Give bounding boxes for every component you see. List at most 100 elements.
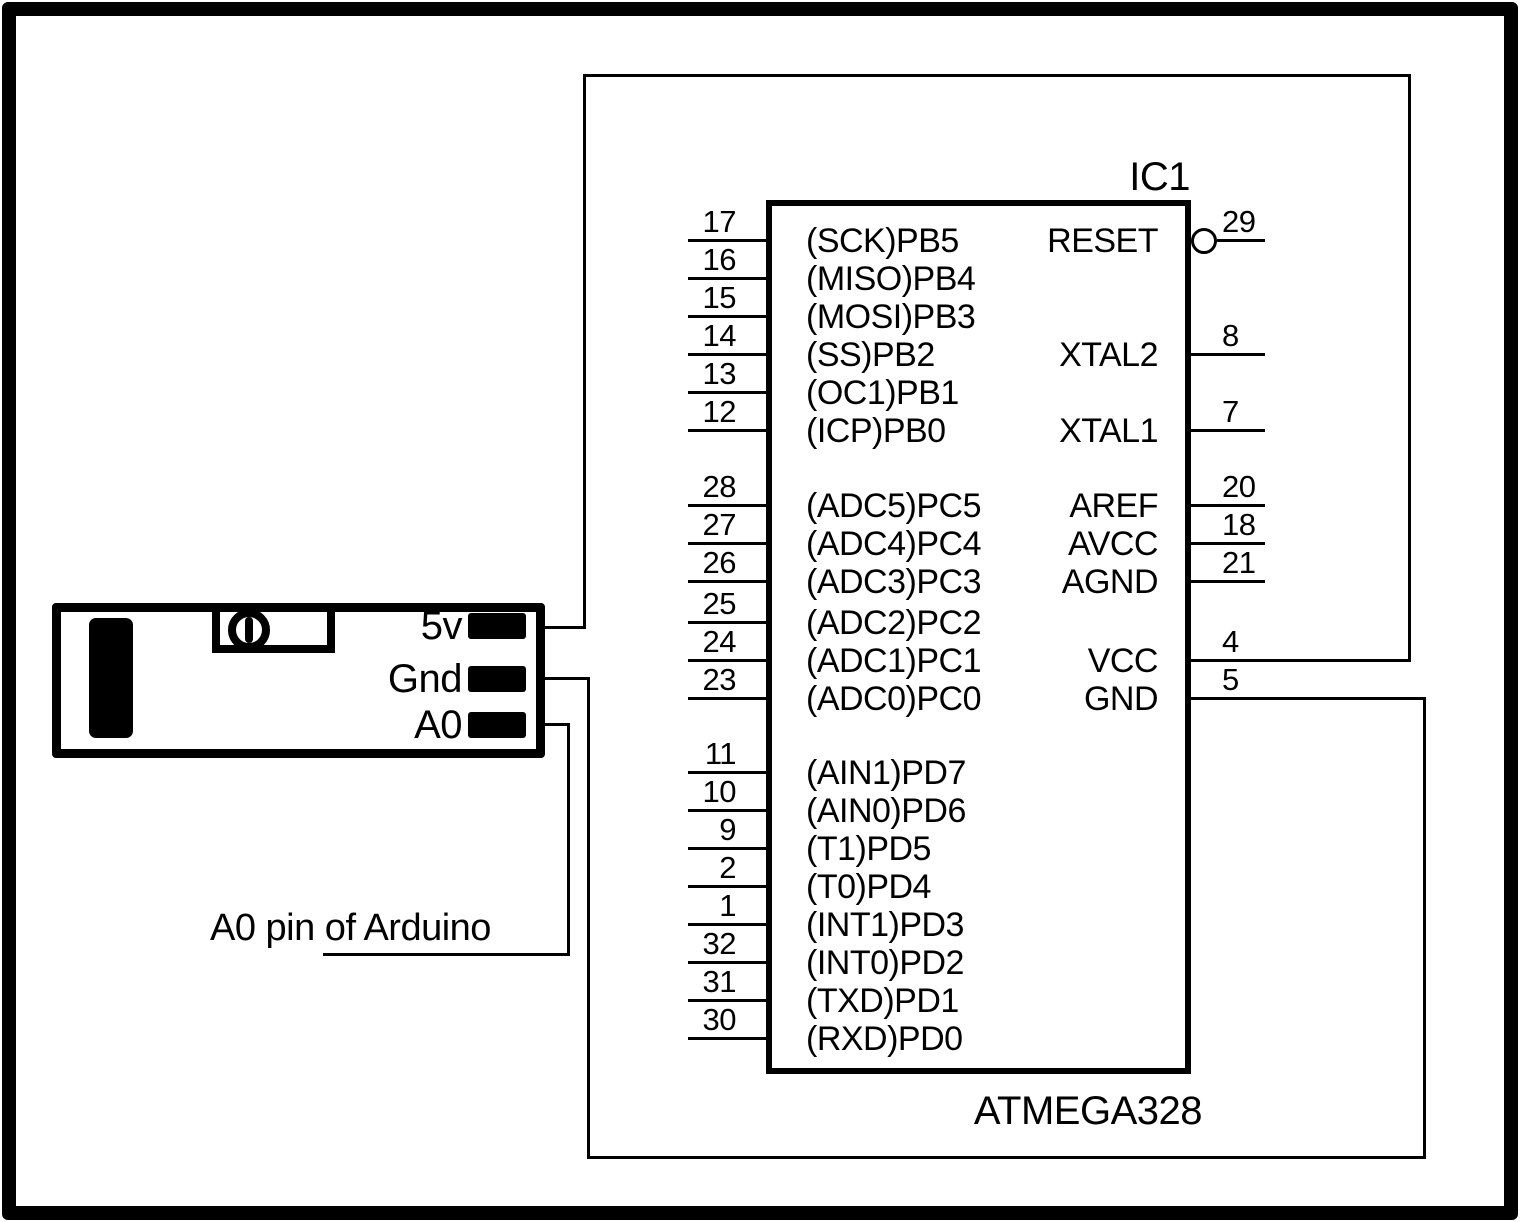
pin-number-8: 8 <box>1222 318 1239 353</box>
pin-line-right-20 <box>1191 504 1265 507</box>
pin-label-27: (ADC4)PC4 <box>806 525 981 563</box>
pin-label-17: (SCK)PB5 <box>806 222 959 260</box>
pin-label-14: (SS)PB2 <box>806 336 935 374</box>
wire-gnd-vertical-right <box>1423 697 1426 1159</box>
ic-designator: IC1 <box>1129 155 1190 199</box>
wire-vcc-pin4-extension <box>1191 659 1411 662</box>
pin-label-1: (INT1)PD3 <box>806 906 964 944</box>
pin-label-7: XTAL1 <box>1059 412 1158 450</box>
pin-inversion-bubble-29 <box>1191 228 1217 254</box>
pin-number-25: 25 <box>702 586 737 621</box>
pin-label-24: (ADC1)PC1 <box>806 642 981 680</box>
wire-5v-from-pad <box>526 626 586 629</box>
pin-number-10: 10 <box>702 774 737 809</box>
wire-a0-vertical <box>567 723 570 956</box>
pin-number-15: 15 <box>702 280 737 315</box>
sensor-probe-bar <box>89 618 133 738</box>
pin-line-right-5 <box>1191 697 1265 700</box>
ic-part-number: ATMEGA328 <box>973 1089 1203 1133</box>
pin-number-20: 20 <box>1222 469 1256 504</box>
sensor-pin-label-a0: A0 <box>414 703 462 747</box>
pin-label-31: (TXD)PD1 <box>806 982 959 1020</box>
pin-label-12: (ICP)PB0 <box>806 412 946 450</box>
pin-label-20: AREF <box>1069 487 1158 525</box>
pin-number-16: 16 <box>702 242 737 277</box>
pin-label-28: (ADC5)PC5 <box>806 487 981 525</box>
pin-number-2: 2 <box>719 850 736 885</box>
potentiometer-slot-icon <box>245 617 253 643</box>
wire-a0-label-underline <box>323 953 570 956</box>
pin-number-7: 7 <box>1222 394 1239 429</box>
a0-annotation-text: A0 pin of Arduino <box>210 907 491 949</box>
pin-label-10: (AIN0)PD6 <box>806 792 966 830</box>
pin-line-left-10 <box>688 809 769 812</box>
pin-label-18: AVCC <box>1068 525 1158 563</box>
pin-number-17: 17 <box>702 204 737 239</box>
pin-line-left-25 <box>688 621 769 624</box>
pin-label-30: (RXD)PD0 <box>806 1020 963 1058</box>
pin-line-left-9 <box>688 847 769 850</box>
pin-line-left-23 <box>688 697 769 700</box>
wire-gnd-pin5-extension <box>1191 697 1426 700</box>
pin-line-left-31 <box>688 999 769 1002</box>
pin-line-right-21 <box>1191 580 1265 583</box>
pin-label-29: RESET <box>1047 222 1158 260</box>
pin-label-2: (T0)PD4 <box>806 868 931 906</box>
pin-line-right-18 <box>1191 542 1265 545</box>
pin-number-27: 27 <box>702 507 737 542</box>
pin-line-left-30 <box>688 1037 769 1040</box>
pin-number-29: 29 <box>1222 204 1256 239</box>
pin-label-32: (INT0)PD2 <box>806 944 964 982</box>
pin-line-right-4 <box>1191 659 1265 662</box>
pin-line-left-32 <box>688 961 769 964</box>
pin-number-14: 14 <box>702 318 737 353</box>
pin-line-left-11 <box>688 771 769 774</box>
pad-a0 <box>468 712 526 738</box>
wire-5v-vertical <box>583 74 586 629</box>
pad-5v <box>468 613 526 639</box>
pin-label-26: (ADC3)PC3 <box>806 563 981 601</box>
pin-line-left-16 <box>688 277 769 280</box>
sensor-pin-label-gnd: Gnd <box>387 657 463 701</box>
pin-label-16: (MISO)PB4 <box>806 260 976 298</box>
ic-body-outline <box>766 200 1191 1074</box>
pin-line-left-24 <box>688 659 769 662</box>
pin-number-5: 5 <box>1222 662 1239 697</box>
pin-number-26: 26 <box>702 545 737 580</box>
pin-number-1: 1 <box>719 888 736 923</box>
pin-label-23: (ADC0)PC0 <box>806 680 981 718</box>
pin-label-25: (ADC2)PC2 <box>806 604 981 642</box>
pin-line-right-7 <box>1191 429 1265 432</box>
pin-label-13: (OC1)PB1 <box>806 374 959 412</box>
pin-line-left-17 <box>688 239 769 242</box>
pin-line-left-15 <box>688 315 769 318</box>
pin-line-left-13 <box>688 391 769 394</box>
pin-line-left-28 <box>688 504 769 507</box>
pin-label-9: (T1)PD5 <box>806 830 931 868</box>
pin-number-4: 4 <box>1222 624 1239 659</box>
pin-number-9: 9 <box>719 812 736 847</box>
pin-label-21: AGND <box>1061 563 1159 601</box>
pin-line-left-12 <box>688 429 769 432</box>
pin-number-11: 11 <box>704 736 737 771</box>
pin-label-11: (AIN1)PD7 <box>806 754 966 792</box>
pin-line-left-2 <box>688 885 769 888</box>
pin-line-left-27 <box>688 542 769 545</box>
wire-gnd-vertical-left <box>587 677 590 1159</box>
pin-number-23: 23 <box>702 662 737 697</box>
pin-line-left-26 <box>688 580 769 583</box>
pin-number-24: 24 <box>702 624 737 659</box>
pin-label-8: XTAL2 <box>1059 336 1158 374</box>
pin-number-21: 21 <box>1222 545 1256 580</box>
wire-vcc-vertical <box>1408 74 1411 662</box>
pin-number-13: 13 <box>702 356 737 391</box>
pin-number-28: 28 <box>702 469 737 504</box>
pin-line-left-1 <box>688 923 769 926</box>
pin-label-15: (MOSI)PB3 <box>806 298 976 336</box>
pin-label-5: GND <box>1083 680 1159 718</box>
pin-line-left-14 <box>688 353 769 356</box>
wire-5v-top-run <box>583 74 1411 77</box>
wire-a0-from-pad <box>526 723 570 726</box>
sensor-pin-label-5v: 5v <box>420 604 463 648</box>
